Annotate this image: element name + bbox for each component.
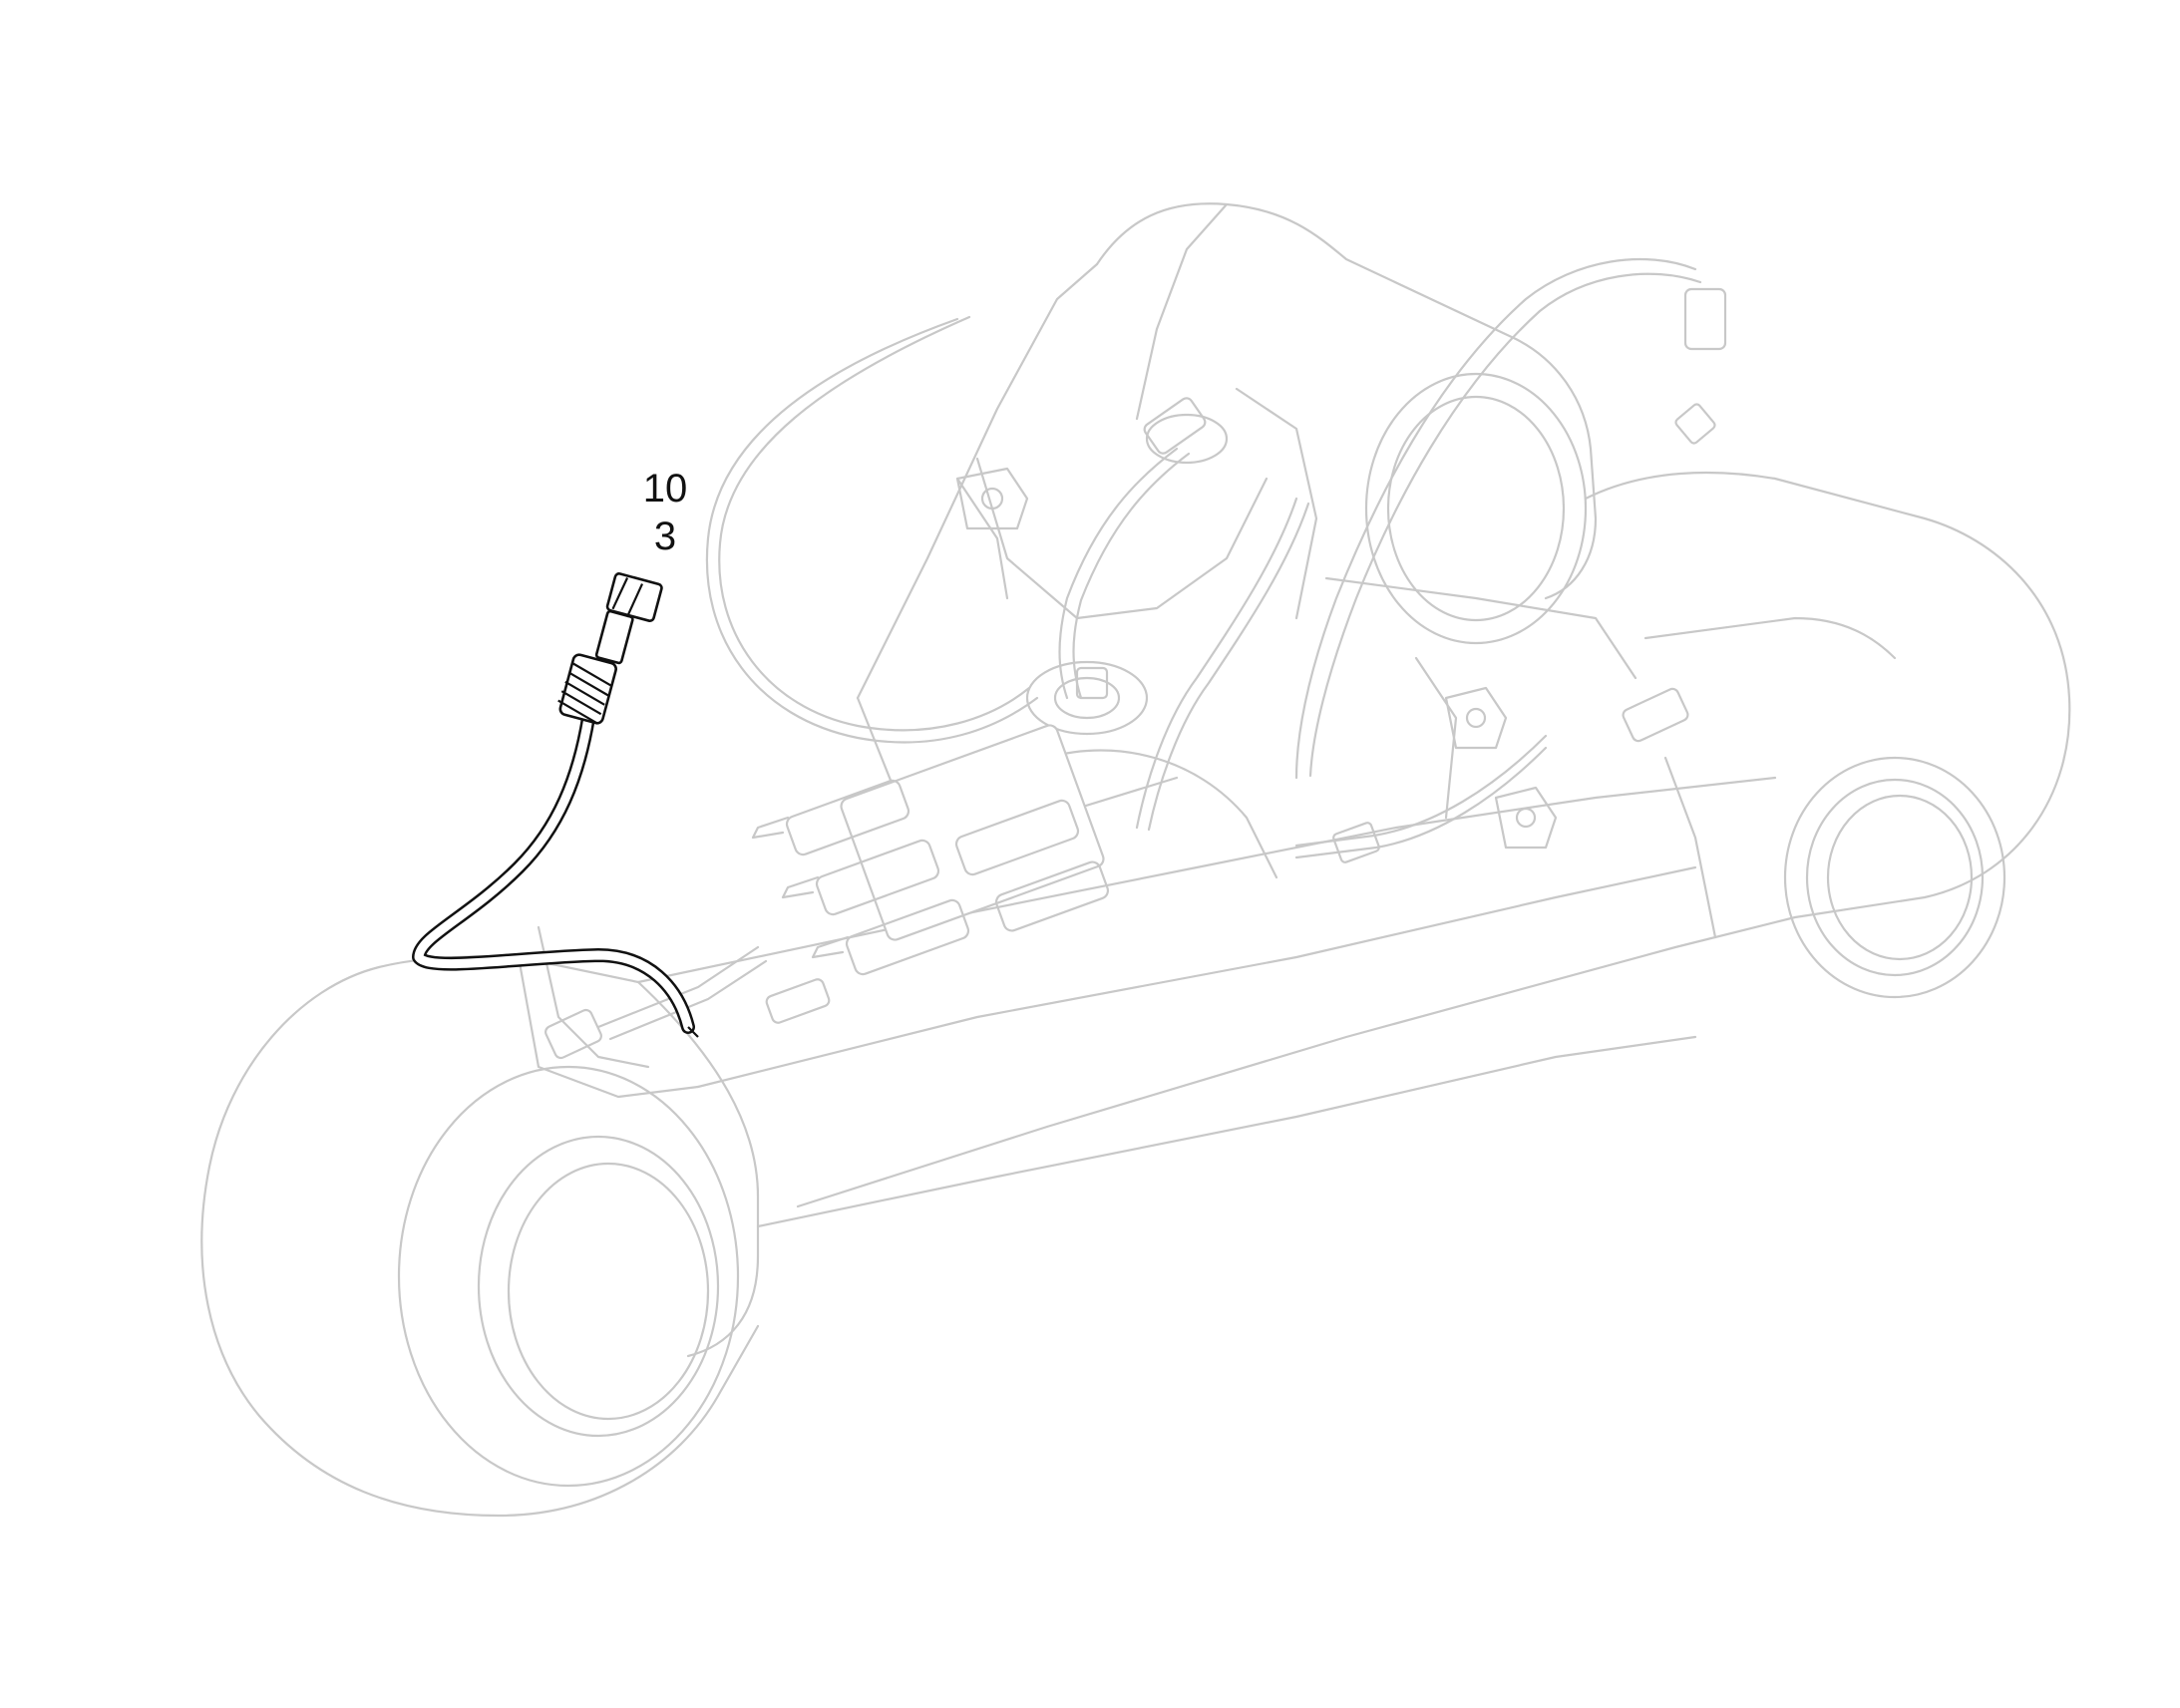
hydraulic-lines-ghost bbox=[545, 257, 1727, 1060]
hose-end-fitting bbox=[687, 1026, 699, 1038]
frame-body-ghost bbox=[200, 202, 2071, 1518]
callout-quantity: 3 bbox=[653, 514, 677, 558]
spring-guard bbox=[557, 653, 617, 725]
hex-nut-fitting bbox=[605, 572, 663, 622]
highlighted-hose-assembly[interactable] bbox=[412, 572, 695, 1034]
callout-item-number: 10 bbox=[642, 467, 688, 511]
